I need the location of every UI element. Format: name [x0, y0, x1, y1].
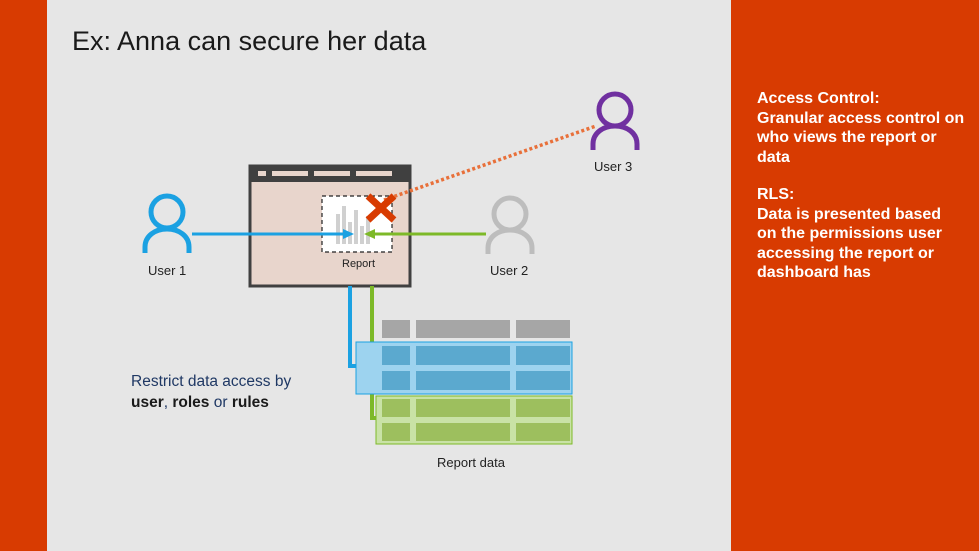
user2-access-arrow [364, 229, 486, 239]
data-table-header [382, 320, 570, 338]
user2-label: User 2 [490, 263, 529, 278]
restrict-prefix: Restrict data access by [131, 373, 292, 390]
rls-line: dashboard has [757, 264, 871, 281]
denied-access-line [383, 124, 597, 202]
access-control-line: who views the report or [757, 129, 937, 146]
rls-line: accessing the report or [757, 244, 934, 262]
page-title: Ex: Anna can secure her data [72, 26, 427, 56]
user2-icon [485, 195, 535, 254]
blue-filter-connector [348, 286, 358, 368]
user1-label: User 1 [148, 263, 187, 278]
report-label: Report [342, 258, 376, 270]
user1-icon [142, 193, 192, 253]
restrict-comma: , [163, 394, 173, 411]
restrict-user: user [131, 394, 164, 411]
access-control-line: Granular access control on [757, 109, 965, 127]
rls-section: RLS: Data is presented based on the perm… [757, 185, 972, 283]
restrict-access-text: Restrict data access by user, roles or r… [131, 371, 291, 413]
report-data-label: Report data [437, 455, 505, 470]
rls-line: Data is presented based [757, 205, 942, 223]
access-control-line: data [757, 148, 790, 166]
user1-access-arrow [192, 229, 354, 239]
restrict-criteria: user, roles or rules [131, 392, 291, 413]
restrict-rules: rules [231, 394, 269, 411]
user3-label: User 3 [594, 159, 633, 174]
user3-icon [590, 91, 640, 150]
restrict-or: or [209, 394, 232, 411]
restrict-roles: roles [172, 394, 210, 411]
green-data-rows [375, 395, 573, 445]
access-control-heading: Access Control: [757, 90, 880, 107]
rls-line: on the permissions user [757, 225, 942, 242]
denied-x-icon [365, 193, 397, 223]
blue-data-rows [355, 341, 573, 395]
rls-heading: RLS: [757, 186, 795, 203]
access-control-section: Access Control: Granular access control … [757, 89, 972, 167]
